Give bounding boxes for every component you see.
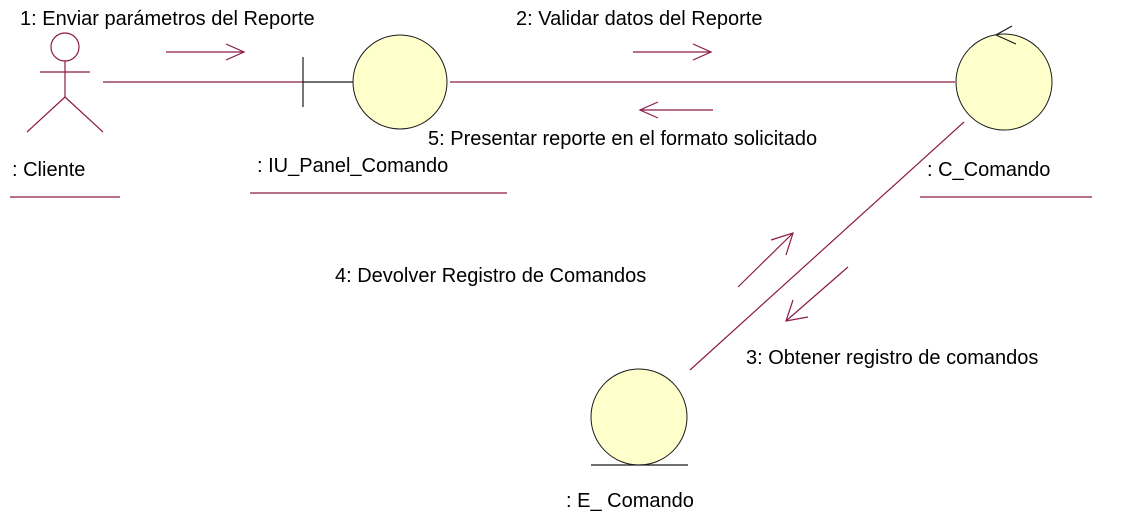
message-label-5: 5: Presentar reporte en el formato solic… bbox=[428, 128, 817, 150]
arrow-msg-4 bbox=[737, 232, 794, 288]
message-label-2: 2: Validar datos del Reporte bbox=[516, 8, 762, 30]
control-label: : C_Comando bbox=[927, 159, 1050, 181]
entity-icon bbox=[590, 368, 688, 466]
links bbox=[103, 81, 965, 371]
control-icon bbox=[955, 25, 1053, 131]
link-control-entity bbox=[689, 121, 965, 371]
entity-label: : E_ Comando bbox=[566, 490, 694, 512]
arrow-msg-1 bbox=[166, 43, 246, 61]
arrow-msg-3 bbox=[785, 266, 849, 322]
actor-icon bbox=[26, 32, 104, 133]
message-label-1: 1: Enviar parámetros del Reporte bbox=[20, 8, 315, 30]
message-label-3: 3: Obtener registro de comandos bbox=[746, 347, 1038, 369]
arrow-msg-2 bbox=[633, 43, 713, 61]
message-label-4: 4: Devolver Registro de Comandos bbox=[335, 265, 646, 287]
arrow-msg-5 bbox=[638, 101, 713, 119]
boundary-label: : IU_Panel_Comando bbox=[257, 155, 448, 177]
message-arrows bbox=[166, 43, 849, 322]
boundary-icon bbox=[302, 34, 448, 130]
actor-label: : Cliente bbox=[12, 159, 85, 181]
